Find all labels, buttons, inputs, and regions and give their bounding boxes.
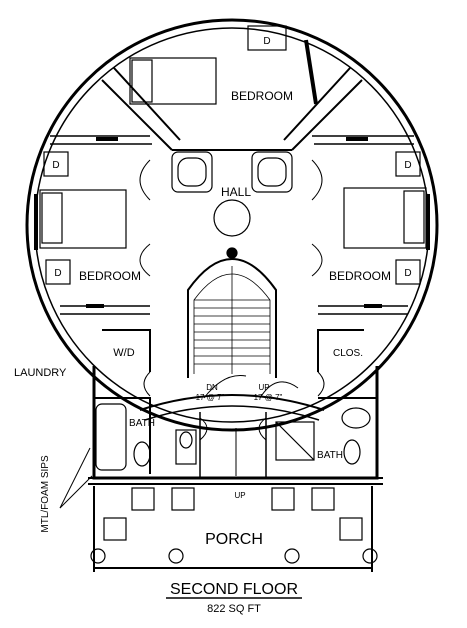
- label-laundry: LAUNDRY: [14, 367, 67, 379]
- callouts: [59, 447, 93, 509]
- hall-furniture: [171, 151, 293, 259]
- interior-walls: [50, 67, 414, 478]
- bath-fixtures: [95, 403, 371, 471]
- label-bedroom-left: BEDROOM: [79, 269, 141, 283]
- beds: [39, 57, 427, 249]
- dresser-label: D: [52, 160, 59, 171]
- label-bedroom-right: BEDROOM: [329, 269, 391, 283]
- drawing-title: SECOND FLOOR: [170, 581, 298, 598]
- label-hall: HALL: [221, 185, 251, 199]
- label-stair-up: UP: [258, 383, 269, 392]
- label-sips: MTL/FOAM SIPS: [40, 455, 51, 533]
- label-stair-down-steps: 17 @ 7": [196, 393, 225, 402]
- label-bath-left: BATH: [129, 418, 155, 429]
- dresser-label: D: [404, 268, 411, 279]
- windows: [34, 39, 430, 308]
- lower-wings: [88, 366, 383, 485]
- stair-arrows: [203, 374, 299, 476]
- dressers: [43, 25, 421, 285]
- label-stair-down: DN: [206, 383, 218, 392]
- label-bedroom-top: BEDROOM: [231, 89, 293, 103]
- label-porch: PORCH: [205, 531, 263, 548]
- stairs: [193, 266, 271, 374]
- dresser-label: D: [54, 268, 61, 279]
- doors: [139, 159, 325, 441]
- drawing-area: 822 SQ FT: [207, 603, 261, 615]
- label-wd: W/D: [113, 347, 134, 359]
- porch: [90, 486, 378, 572]
- dresser-label: D: [263, 36, 270, 47]
- label-stair-up-steps: 17 @ 7": [254, 393, 283, 402]
- label-porch-up: UP: [234, 491, 245, 500]
- label-bath-right: BATH: [317, 450, 343, 461]
- label-closet: CLOS.: [333, 348, 363, 359]
- dresser-label: D: [404, 160, 411, 171]
